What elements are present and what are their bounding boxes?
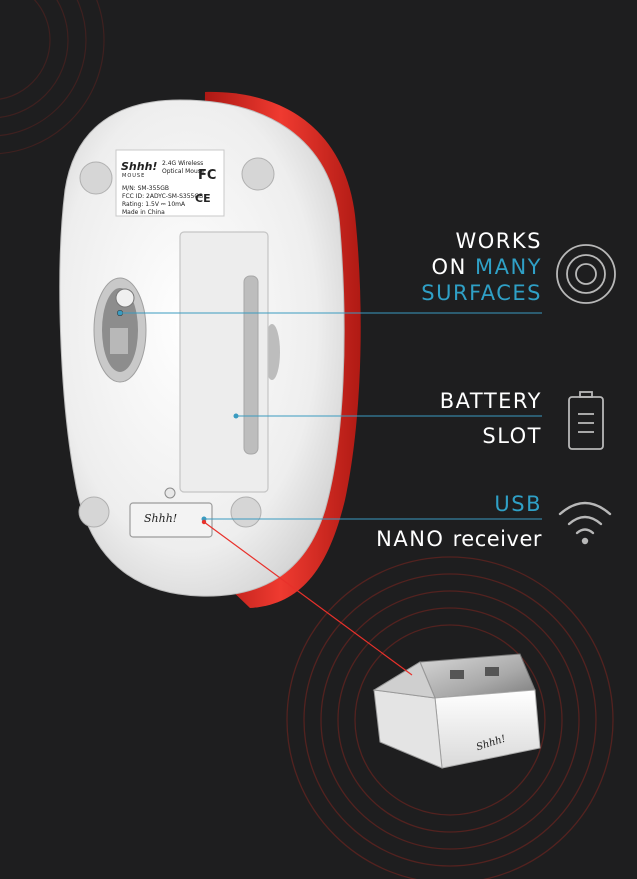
mouse-feet xyxy=(78,157,275,528)
leader-lines xyxy=(120,312,542,520)
label-model: M/N: SM-355GB xyxy=(122,185,169,192)
battery-door xyxy=(179,231,269,493)
usb-dongle xyxy=(372,653,541,769)
background-rings-bottom xyxy=(286,556,614,879)
spec-label xyxy=(115,149,225,217)
feature-surfaces-line3: SURFACES xyxy=(421,281,542,305)
feature-surfaces-line1: WORKS xyxy=(455,229,542,253)
concentric-circles-icon xyxy=(556,244,616,304)
slot-brand: Shhh! xyxy=(144,512,178,525)
label-fcc-id: FCC ID: 2ADYC-SM-S355GB xyxy=(122,193,204,200)
label-brand-sub: MOUSE xyxy=(122,173,146,179)
wifi-signal-icon xyxy=(558,501,612,545)
fcc-mark: FC xyxy=(198,168,217,183)
dongle-connector-line xyxy=(203,521,413,676)
feature-usb-line1: USB xyxy=(494,492,542,516)
screw xyxy=(164,487,176,499)
feature-surfaces-line2: ON MANY xyxy=(421,254,542,280)
feature-surfaces: WORKS ON MANY SURFACES xyxy=(421,228,542,306)
feature-usb-line2-a: NANO xyxy=(376,527,453,551)
feature-usb-line2: NANO receiver xyxy=(376,522,542,557)
feature-surfaces-line2-accent: MANY xyxy=(474,255,542,279)
feature-battery-line1: BATTERY xyxy=(439,389,542,413)
feature-battery-line2: SLOT xyxy=(482,424,542,448)
dongle-connector-dot xyxy=(201,519,207,525)
ce-mark: CE xyxy=(195,192,211,205)
optical-sensor xyxy=(93,277,147,383)
label-origin: Made in China xyxy=(122,209,165,216)
feature-usb: USB NANO receiver xyxy=(376,487,542,557)
feature-surfaces-line2-white: ON xyxy=(431,255,475,279)
label-brand: Shhh! xyxy=(121,160,158,173)
feature-usb-line2-b: receiver xyxy=(452,527,542,551)
receiver-slot xyxy=(129,502,213,538)
label-rating: Rating: 1.5V ⎓ 10mA xyxy=(122,201,186,208)
background-rings-top-left xyxy=(0,0,105,155)
feature-battery: BATTERY SLOT xyxy=(440,384,542,454)
label-title: 2.4G Wireless Optical Mouse xyxy=(162,160,205,175)
battery-icon xyxy=(568,391,604,450)
